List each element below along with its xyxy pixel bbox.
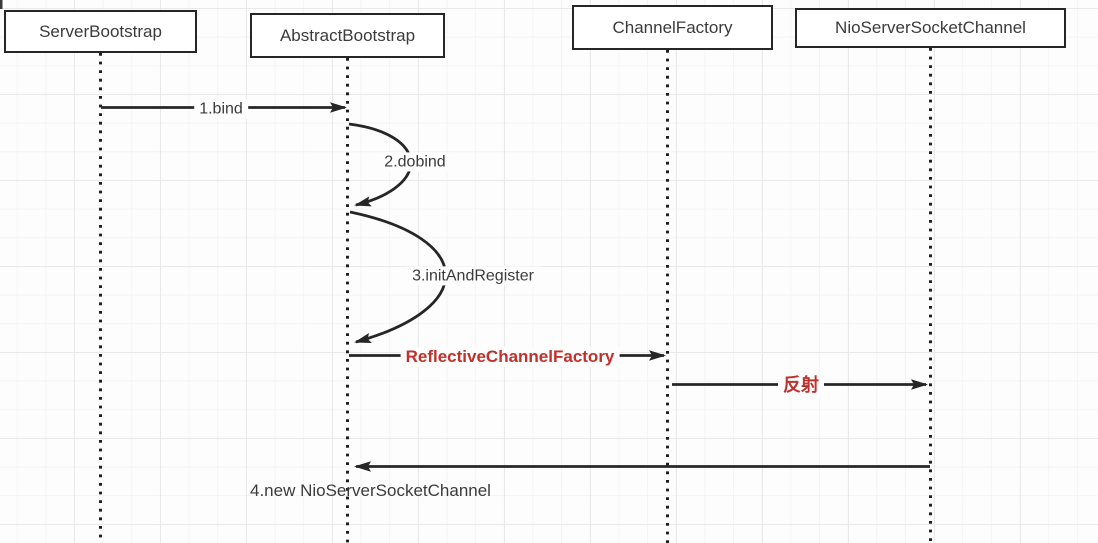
actor-box-server-bootstrap: ServerBootstrap xyxy=(4,10,197,53)
actor-label-abstract-bootstrap: AbstractBootstrap xyxy=(279,25,416,45)
message-label-bind: 1.bind xyxy=(194,99,248,119)
actor-box-abstract-bootstrap: AbstractBootstrap xyxy=(250,13,445,58)
actor-box-nio-server-socket-channel: NioServerSocketChannel xyxy=(795,8,1066,48)
message-label-reflective-channel-factory: ReflectiveChannelFactory xyxy=(400,346,620,368)
message-label-new-nio-server-socket-channel: 4.new NioServerSocketChannel xyxy=(250,480,491,500)
actor-label-server-bootstrap: ServerBootstrap xyxy=(39,21,162,41)
canvas-edge-artifact xyxy=(0,0,3,9)
message-label-reflection: 反射 xyxy=(778,375,824,397)
actor-box-channel-factory: ChannelFactory xyxy=(572,5,773,50)
message-label-dobind: 2.dobind xyxy=(379,152,451,172)
actor-label-nio-server-socket-channel: NioServerSocketChannel xyxy=(835,18,1026,37)
message-label-init-and-register: 3.initAndRegister xyxy=(407,266,539,286)
actor-label-channel-factory: ChannelFactory xyxy=(612,17,733,37)
